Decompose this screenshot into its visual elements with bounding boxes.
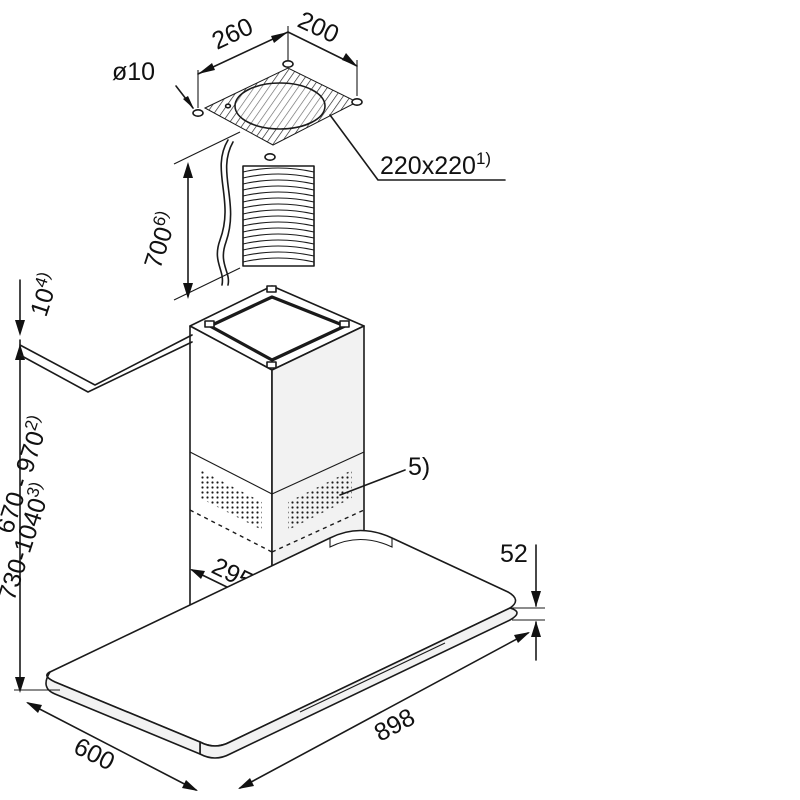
mounting-hole-top bbox=[282, 59, 294, 68]
dimension-600-label: 600 bbox=[69, 732, 119, 776]
dimension-10-label: 104) bbox=[22, 269, 65, 319]
hood-canopy bbox=[45, 529, 518, 759]
ceiling-mounting-plate bbox=[192, 59, 363, 162]
mounting-hole-bottom bbox=[264, 153, 276, 162]
vent-grille-right bbox=[288, 470, 352, 530]
plate-ring bbox=[234, 82, 326, 130]
mounting-hole-left bbox=[192, 109, 204, 118]
dimension-700-label: 7006) bbox=[136, 208, 183, 272]
vent-grille-callout-label: 5) bbox=[408, 453, 430, 481]
mounting-height-dimension bbox=[14, 279, 60, 693]
dimension-898-label: 898 bbox=[370, 703, 420, 747]
mounting-hole-right bbox=[351, 98, 363, 107]
canopy-left-edge bbox=[45, 671, 201, 755]
plate-size-callout: 220x2201) bbox=[329, 114, 506, 181]
flexible-exhaust-duct bbox=[242, 165, 315, 267]
dimension-200: 200 bbox=[287, 6, 358, 67]
mounting-hole-small bbox=[224, 103, 232, 109]
canopy-front-edge bbox=[199, 607, 518, 759]
hole-diameter-label: ø10 bbox=[112, 58, 155, 86]
ceiling-reference-line bbox=[19, 334, 193, 393]
dimension-52-label: 52 bbox=[500, 540, 528, 568]
dimension-898: 898 bbox=[238, 632, 530, 789]
vent-grille-left bbox=[200, 470, 262, 530]
dimension-52: 52 bbox=[500, 540, 545, 661]
vent-grille-callout: 5) bbox=[339, 453, 430, 496]
plate-size-label: 220x2201) bbox=[380, 149, 491, 180]
dimension-200-label: 200 bbox=[293, 6, 343, 49]
dimension-hole-diameter: ø10 bbox=[112, 58, 194, 109]
power-cable bbox=[216, 139, 234, 286]
